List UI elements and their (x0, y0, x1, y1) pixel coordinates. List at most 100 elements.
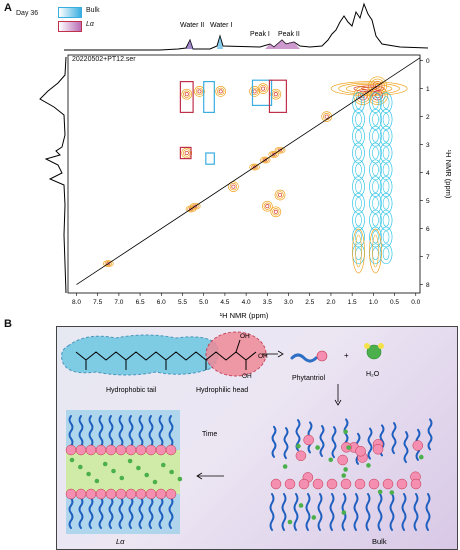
water-molecule (78, 464, 83, 470)
negative-contour (369, 125, 382, 147)
row-peak-1ppm (330, 81, 408, 96)
diagonal-peak (274, 146, 286, 154)
bottom-streak (369, 228, 382, 274)
top-spectrum-trace (64, 2, 429, 51)
diagonal-peak (261, 157, 269, 163)
negative-contour (372, 146, 379, 160)
negative-contour (372, 129, 379, 143)
arrow-left-icon (196, 472, 203, 480)
lipid-tail (78, 415, 84, 447)
lipid-head (125, 444, 137, 456)
cross-peak (183, 149, 191, 157)
bottom-streak (355, 234, 362, 268)
negative-contour (382, 129, 390, 143)
bulk-water (328, 457, 334, 463)
bulk-head (354, 478, 366, 490)
lipid-head (85, 488, 97, 500)
negative-contour (352, 209, 365, 231)
lipid-tail (108, 415, 114, 447)
negative-contour (355, 180, 362, 193)
negative-contour (382, 96, 390, 109)
negative-contour (379, 109, 393, 130)
water-molecule (136, 465, 141, 471)
negative-contour (355, 163, 362, 177)
negative-contour (379, 209, 393, 231)
negative-contour (379, 92, 393, 113)
negative-contour (355, 213, 362, 227)
negative-contour (372, 163, 379, 177)
bulk-water (366, 463, 371, 468)
y-tick-label: 0 (426, 58, 430, 65)
bulk-water (341, 473, 347, 478)
bulk-tail (413, 493, 419, 531)
cross-peak (321, 111, 333, 122)
cross-peak (250, 87, 259, 96)
legend-lalpha-swatch (58, 21, 82, 32)
negative-contour (372, 96, 379, 109)
x-tick-label: 5.5 (178, 299, 187, 306)
x-tick-label: 3.0 (284, 299, 293, 306)
x-tick-label: 4.5 (220, 299, 229, 306)
bulk-label: Bulk (372, 537, 387, 546)
negative-contour (369, 176, 382, 197)
bulk-water (311, 515, 317, 520)
top-label-water-i: Water I (210, 22, 232, 29)
bulk-box (203, 80, 215, 113)
x-tick-label: 5.0 (199, 299, 208, 306)
negative-contour (355, 230, 362, 244)
bulk-head (355, 445, 366, 457)
row-peak-1ppm-core (372, 90, 383, 101)
bulk-head (312, 478, 324, 490)
diagonal-peak (271, 153, 276, 156)
lipid-head (95, 488, 107, 500)
legend-lalpha-label: Lα (86, 21, 94, 28)
bulk-head (326, 478, 338, 490)
negative-contour (369, 209, 382, 231)
day-label: Day 36 (16, 10, 39, 17)
cross-peak (195, 87, 204, 96)
top-label-water-ii: Water II (180, 22, 204, 29)
row-peak-1ppm-core (369, 88, 386, 103)
bulk-water (377, 489, 383, 495)
lipid-head (115, 488, 127, 500)
lipid-head (165, 444, 177, 456)
top-label-peak-ii: Peak II (278, 31, 300, 38)
negative-contour (382, 146, 390, 160)
diagonal-line (76, 57, 421, 285)
bulk-tail (403, 431, 409, 464)
cross-peak (229, 182, 238, 191)
lipid-head (95, 444, 107, 456)
lipid-head (155, 444, 167, 456)
negative-contour (379, 142, 393, 164)
x-tick-label: 0.0 (411, 299, 420, 306)
x-tick-label: 7.5 (93, 299, 102, 306)
lalpha-box (179, 80, 194, 113)
negative-contour (355, 247, 362, 261)
lipid-tail (68, 497, 74, 529)
water-molecule (161, 462, 166, 468)
lipid-head (135, 444, 147, 456)
cross-peak (276, 191, 284, 199)
cross-peak (273, 209, 278, 214)
negative-contour (355, 197, 362, 210)
bulk-tail (317, 493, 323, 531)
box-layer (179, 79, 288, 165)
water-molecule (152, 479, 158, 485)
y-tick-label: 7 (426, 254, 430, 261)
negative-contour (369, 92, 382, 113)
cross-peak (274, 189, 286, 201)
bulk-water (298, 503, 304, 508)
lalpha-label: Lα (116, 537, 125, 546)
cross-peak (324, 114, 329, 119)
cross-peak (257, 83, 269, 94)
negative-contour (352, 125, 365, 147)
negative-contour (382, 247, 390, 261)
water-label: H₂O (366, 371, 380, 378)
diagonal-peak (263, 158, 268, 162)
cross-peak (183, 90, 191, 98)
negative-contour (369, 109, 382, 130)
negative-contour (355, 129, 362, 143)
oh-label-3: OH (258, 353, 268, 360)
negative-contour (379, 193, 393, 214)
